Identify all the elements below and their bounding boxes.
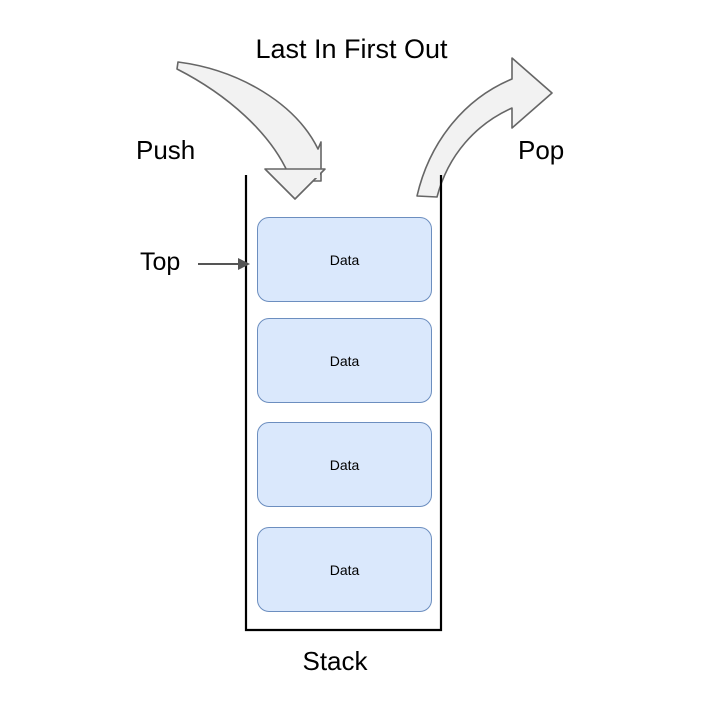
stack-item-label: Data xyxy=(329,251,360,268)
stack-item-0: Data xyxy=(257,217,432,302)
pop-label: Pop xyxy=(518,135,565,165)
stack-item-label: Data xyxy=(329,352,360,369)
top-pointer-label: Top xyxy=(140,248,181,276)
stack-caption: Stack xyxy=(302,646,368,676)
stack-item-label: Data xyxy=(329,561,360,578)
diagram-title: Last In First Out xyxy=(255,34,448,64)
stack-item-3: Data xyxy=(257,527,432,612)
pop-arrow-icon xyxy=(416,57,553,198)
stack-item-2: Data xyxy=(257,422,432,507)
push-arrow-join xyxy=(287,170,320,178)
stack-item-1: Data xyxy=(257,318,432,403)
push-label: Push xyxy=(136,135,196,165)
push-arrow-icon xyxy=(176,61,322,182)
stack-container-outline xyxy=(244,175,443,632)
top-pointer-arrow-icon xyxy=(198,258,250,270)
stack-item-label: Data xyxy=(329,456,360,473)
